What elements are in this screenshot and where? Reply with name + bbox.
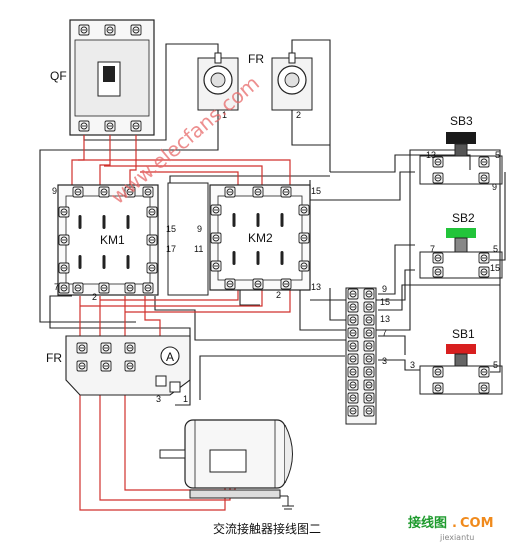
sb3-term-9: 9 (492, 182, 497, 192)
km2-term-11: 11 (194, 244, 203, 254)
ammeter-label: A (166, 350, 174, 364)
site-logo: 接线图 . COM jiexiantu (408, 515, 494, 542)
black-wires (39, 39, 506, 406)
logo-dot: . (452, 516, 457, 531)
km1-term-17: 17 (166, 244, 176, 254)
km1-label: KM1 (100, 233, 125, 247)
km1-contactor (57, 184, 159, 296)
sb2-term-15: 15 (490, 263, 500, 273)
fr-top-relay (197, 52, 313, 111)
motor (159, 419, 294, 510)
sb2-label: SB2 (452, 211, 475, 225)
km2-contactor (209, 184, 311, 291)
fr-top-pin1: 1 (222, 110, 227, 120)
caption: 交流接触器接线图二 (213, 521, 321, 536)
qf-breaker (69, 19, 155, 136)
fr-bottom-label: FR (46, 351, 62, 365)
sb2-term-5: 5 (493, 244, 498, 254)
sb1-term-3: 3 (410, 360, 415, 370)
fr-bottom-term-3: 3 (156, 394, 161, 404)
sb1-label: SB1 (452, 327, 475, 341)
strip-term-13: 13 (380, 314, 390, 324)
sb1-term-5: 5 (493, 360, 498, 370)
red-wires (71, 135, 291, 511)
km2-term-2: 2 (276, 290, 281, 300)
km1-term-9: 9 (52, 186, 57, 196)
km2-label: KM2 (248, 231, 273, 245)
km1-term-15: 15 (166, 224, 176, 234)
fr-bottom-term-1: 1 (183, 394, 188, 404)
strip-term-3: 3 (382, 356, 387, 366)
interlock-link (167, 182, 209, 296)
km1-term-2: 2 (92, 292, 97, 302)
fr-bottom-relay (65, 335, 191, 396)
km1-term-7: 7 (54, 282, 59, 292)
sb3-label: SB3 (450, 114, 473, 128)
sb3-button (419, 132, 503, 185)
logo-cn: 接线图 (408, 515, 447, 531)
km2-term-15: 15 (311, 186, 321, 196)
logo-sub: jiexiantu (439, 533, 474, 542)
strip-term-9: 9 (382, 284, 387, 294)
km2-term-9: 9 (197, 224, 202, 234)
sb3-term-13: 13 (426, 150, 436, 160)
logo-com: COM (460, 516, 494, 531)
fr-top-label: FR (248, 52, 264, 66)
sb2-term-7: 7 (430, 244, 435, 254)
qf-label: QF (50, 69, 67, 83)
sb2-button (419, 228, 503, 279)
fr-top-pin2: 2 (296, 110, 301, 120)
km2-term-13: 13 (311, 282, 321, 292)
terminal-strip (345, 287, 377, 425)
strip-term-7: 7 (382, 328, 387, 338)
sb1-button (419, 344, 503, 395)
strip-term-15: 15 (380, 297, 390, 307)
sb3-term-5: 5 (495, 150, 500, 160)
